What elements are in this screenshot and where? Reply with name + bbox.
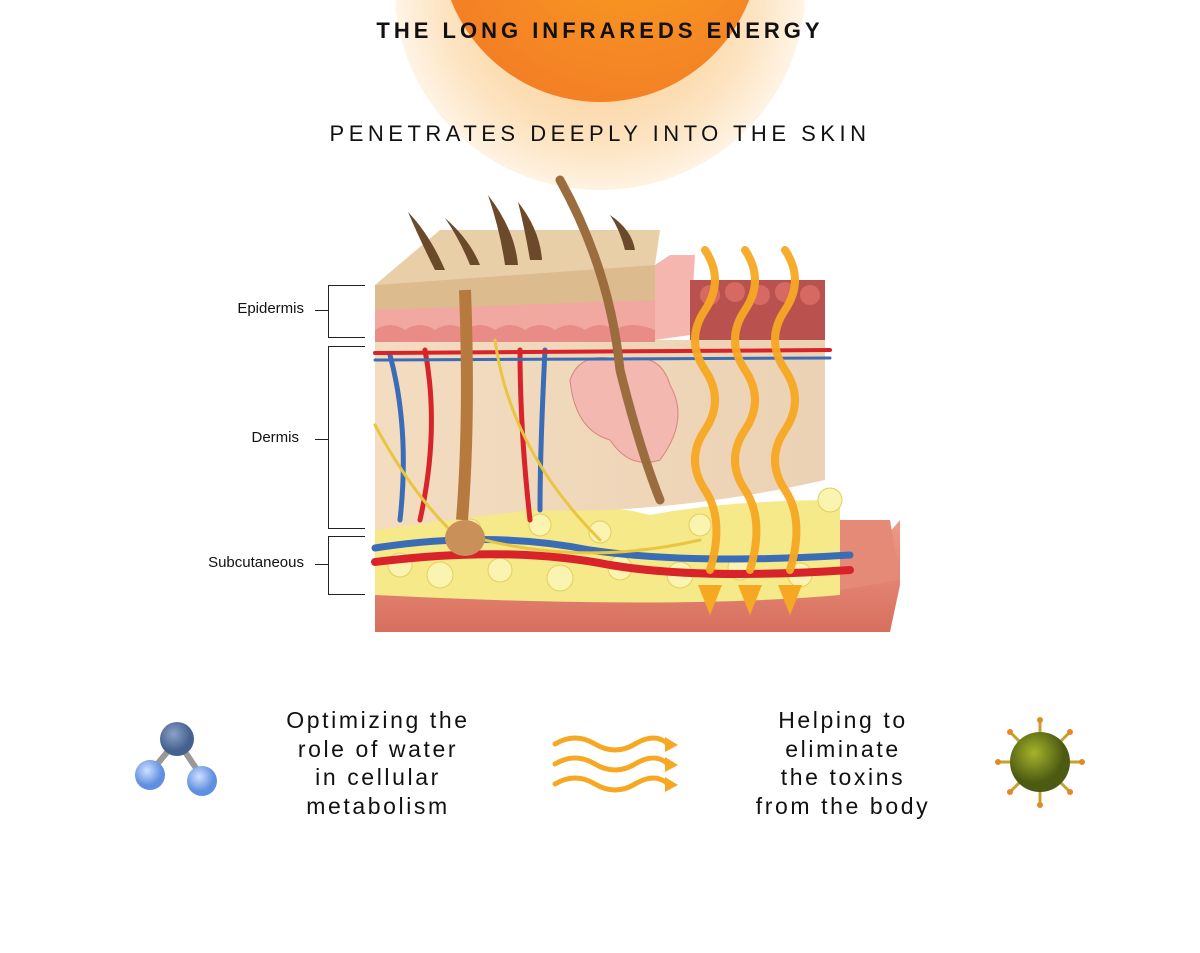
- hairs: [408, 195, 635, 270]
- long-hair: [555, 175, 665, 505]
- benefit-toxins-text: Helping to eliminate the toxins from the…: [693, 706, 993, 820]
- hair-bulb: [445, 520, 485, 556]
- page-title: THE LONG INFRAREDS ENERGY: [376, 18, 824, 43]
- tick-subcutaneous: [315, 564, 328, 565]
- stratum-corneum: [375, 265, 655, 310]
- tick-dermis: [315, 439, 328, 440]
- caption-line: metabolism: [306, 792, 450, 819]
- vein: [387, 352, 406, 523]
- infrared-arrowheads: [698, 585, 802, 615]
- infrared-waves: [691, 246, 801, 574]
- tick-epidermis: [315, 310, 328, 311]
- artery: [371, 550, 854, 578]
- benefit-water-text: Optimizing the role of water in cellular…: [228, 706, 528, 820]
- label-epidermis: Epidermis: [237, 300, 304, 317]
- bracket-subcutaneous: [328, 536, 365, 595]
- vein: [373, 356, 832, 362]
- skin-cross-section: [371, 175, 900, 632]
- water-molecule-icon: [135, 722, 217, 796]
- vein: [537, 347, 548, 513]
- virus-icon: [995, 717, 1085, 808]
- caption-line: Helping to: [778, 707, 908, 733]
- label-dermis: Dermis: [251, 429, 300, 446]
- caption-line: Optimizing the: [286, 707, 470, 733]
- bracket-epidermis: [328, 285, 365, 338]
- caption-line: the toxins: [780, 764, 906, 790]
- caption-line: in cellular: [315, 764, 441, 790]
- label-subcutaneous: Subcutaneous: [208, 554, 304, 571]
- nerve: [493, 338, 602, 542]
- caption-line: from the body: [755, 792, 931, 819]
- cutaway-step: [655, 255, 695, 340]
- caption-line: role of water: [297, 735, 459, 762]
- muscle-layer: [375, 520, 900, 632]
- wavy-arrows-icon: [552, 735, 678, 793]
- hair-follicle: [456, 289, 473, 521]
- page-subtitle: PENETRATES DEEPLY INTO THE SKIN: [329, 121, 871, 146]
- bracket-dermis: [328, 346, 365, 529]
- basal-layer: [375, 325, 655, 342]
- artery: [373, 348, 832, 355]
- caption-line: eliminate: [785, 735, 901, 762]
